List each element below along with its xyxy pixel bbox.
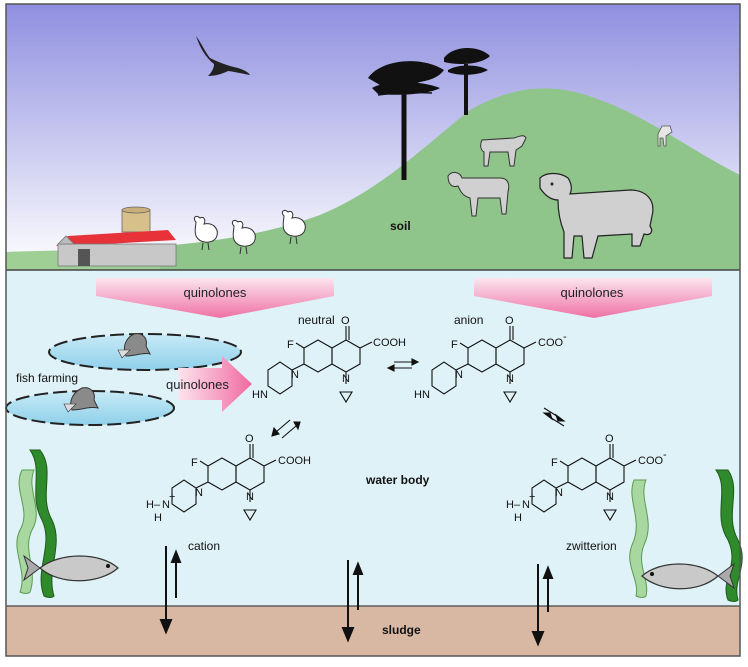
flow-arrow-right-label: quinolones	[561, 285, 624, 300]
zwitterion-n-ring: N	[606, 491, 614, 503]
cation-n-plus: N	[162, 499, 170, 511]
neutral-f: F	[287, 339, 294, 351]
cation-n-ring: N	[246, 491, 254, 503]
water-body-label: water body	[365, 473, 430, 487]
cation-h-bottom: H	[154, 512, 162, 524]
flow-arrow-right: quinolones	[474, 278, 712, 318]
anion-nh: HN	[414, 389, 430, 401]
anion-n-pip: N	[455, 369, 463, 381]
barn-icon	[56, 206, 177, 267]
exchange-arrows-zwitterion	[531, 564, 554, 647]
exchange-arrows-center	[341, 560, 364, 643]
cow-icon	[539, 172, 654, 259]
chicken-icon	[231, 219, 256, 255]
sludge-layer	[6, 606, 740, 656]
anion-f: F	[451, 339, 458, 351]
cation-n-pip: N	[195, 487, 203, 499]
species-cation-label: cation	[188, 539, 220, 553]
molecule-neutral: neutral O COOH F N N HN	[252, 313, 406, 404]
seaweed-icon	[629, 469, 743, 602]
zwitterion-h-bottom: H	[514, 512, 522, 524]
sludge-label: sludge	[382, 623, 421, 637]
cation-dash: –	[154, 499, 161, 511]
fish-farming-label: fish farming	[16, 371, 78, 385]
bird-icon	[196, 36, 250, 76]
equilibrium-arrows-anion-zwitterion	[542, 407, 566, 427]
tree-icon	[444, 47, 490, 115]
zwitterion-charge: -	[663, 449, 667, 461]
species-zwitterion-label: zwitterion	[566, 539, 617, 553]
equilibrium-arrows-neutral-anion	[386, 358, 420, 372]
neutral-o: O	[341, 315, 350, 327]
neutral-nh: HN	[252, 389, 268, 401]
molecule-zwitterion: O COO - F N N H – N + H zwitterion	[506, 433, 667, 553]
zwitterion-o: O	[605, 433, 614, 445]
zwitterion-n-pip: N	[555, 487, 563, 499]
zwitterion-plus: +	[529, 491, 535, 503]
cation-plus: +	[169, 491, 175, 503]
neutral-n-ring: N	[342, 373, 350, 385]
species-anion-label: anion	[454, 313, 483, 327]
molecule-anion: anion O COO - F N N HN	[414, 313, 567, 404]
anion-acid: COO	[538, 337, 564, 349]
cation-acid: COOH	[278, 455, 311, 467]
cow-icon	[480, 135, 527, 167]
fish-icon	[23, 554, 119, 582]
cow-icon	[657, 125, 673, 147]
land-scene: soil	[6, 4, 740, 270]
cow-icon	[447, 171, 510, 217]
equilibrium-arrows-neutral-cation	[271, 419, 301, 439]
anion-charge: -	[563, 331, 567, 343]
fish-farm-flow-label: quinolones	[166, 377, 229, 392]
zwitterion-f: F	[551, 457, 558, 469]
anion-n-ring: N	[506, 373, 514, 385]
hill	[6, 88, 740, 270]
soil-label: soil	[390, 219, 411, 233]
fish-icon	[641, 562, 735, 590]
zwitterion-h-top: H	[506, 499, 514, 511]
seaweed-icon	[16, 449, 57, 598]
zwitterion-dash: –	[514, 499, 521, 511]
zwitterion-acid: COO	[638, 455, 664, 467]
chicken-icon	[193, 215, 218, 251]
cation-o: O	[245, 433, 254, 445]
cation-f: F	[191, 457, 198, 469]
neutral-n-pip: N	[291, 369, 299, 381]
fish-pond-icon	[48, 333, 242, 371]
flow-arrow-left: quinolones	[96, 278, 334, 318]
cation-h-top: H	[146, 499, 154, 511]
tree-icon	[368, 61, 444, 180]
anion-o: O	[505, 315, 514, 327]
chicken-icon	[281, 209, 306, 245]
water-body	[6, 270, 740, 606]
flow-arrow-left-label: quinolones	[184, 285, 247, 300]
zwitterion-n-plus: N	[522, 499, 530, 511]
exchange-arrows-cation	[159, 546, 182, 635]
species-neutral-label: neutral	[298, 313, 335, 327]
fish-farm-flow-arrow: quinolones	[166, 356, 252, 412]
fish-pond-icon	[5, 387, 175, 426]
outer-frame	[5, 3, 741, 657]
molecule-cation: O COOH F N N H – N + H cation	[146, 433, 311, 553]
neutral-acid: COOH	[373, 337, 406, 349]
